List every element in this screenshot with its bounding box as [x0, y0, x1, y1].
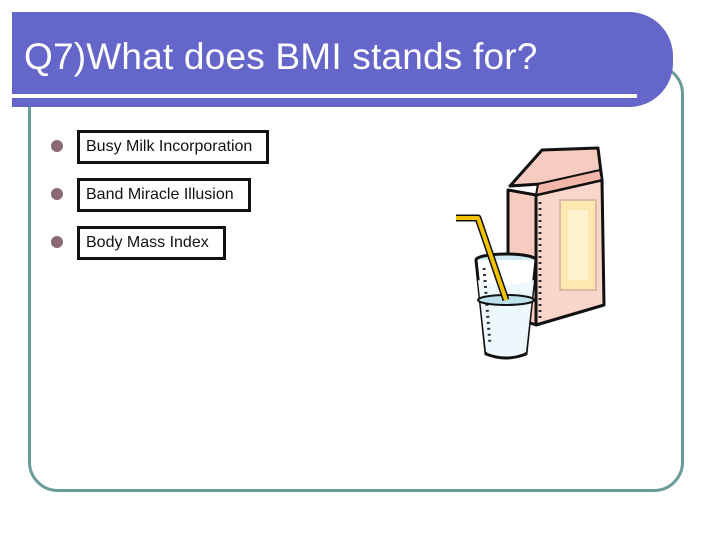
- glass-of-milk-icon: [456, 214, 538, 360]
- milk-carton-icon: [506, 146, 606, 327]
- answer-option-busy-milk-incorporation[interactable]: Busy Milk Incorporation: [77, 130, 270, 164]
- bullet-icon: [51, 188, 63, 200]
- answer-option-body-mass-index[interactable]: Body Mass Index: [77, 226, 226, 260]
- milk-illustration: [456, 146, 606, 360]
- title-underline: [12, 94, 637, 98]
- answer-option-band-miracle-illusion[interactable]: Band Miracle Illusion: [77, 178, 251, 212]
- bullet-icon: [51, 236, 63, 248]
- slide-title: Q7)What does BMI stands for?: [24, 36, 538, 77]
- bullet-icon: [51, 140, 63, 152]
- title-bar: [12, 12, 673, 107]
